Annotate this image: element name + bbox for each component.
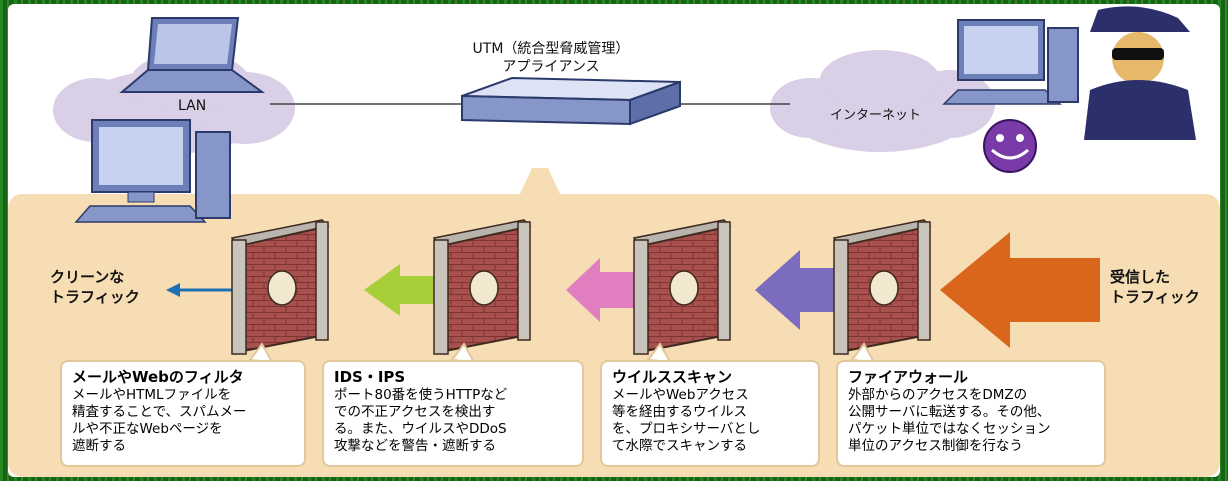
clean-traffic-label: クリーンな トラフィック [50,268,140,306]
hacker-icon [1084,6,1196,140]
box-title: IDS・IPS [334,368,406,386]
wall-ids-ips [432,219,532,355]
box-mail-web-filter: メールやWebのフィルタ メールやHTMLファイルを 精査することで、スパムメー… [60,360,306,467]
wall-mail-web-filter [230,219,330,355]
laptop-icon [119,17,266,93]
box-title: メールやWebのフィルタ [72,368,244,386]
internet-cloud [770,50,995,152]
internet-label: インターネット [830,108,922,123]
arrow-pink [566,258,640,322]
wall-firewall [832,219,932,355]
box-body: 外部からのアクセスをDMZの 公開サーバに転送する。その他、 パケット単位ではな… [848,387,1051,454]
box-body: メールやWebアクセス 等を経由するウイルス を、プロキシサーバとし て水際でス… [612,387,761,454]
callout-pointer [520,168,560,194]
incoming-traffic-label: 受信した トラフィック [1110,268,1200,306]
utm-appliance-icon [461,76,681,126]
desktop-pc-icon [74,119,231,223]
wall-virus-scan [632,219,732,355]
lan-label: LAN [178,98,207,114]
virus-icon [983,119,1037,173]
box-virus-scan: ウイルススキャン メールやWebアクセス 等を経由するウイルス を、プロキシサー… [600,360,820,467]
box-body: ポート80番を使うHTTPなど での不正アクセスを検出す る。また、ウイルスやD… [334,387,508,454]
arrow-incoming [940,232,1100,348]
box-ids-ips: IDS・IPS ポート80番を使うHTTPなど での不正アクセスを検出す る。ま… [322,360,584,467]
box-body: メールやHTMLファイルを 精査することで、スパムメー ルや不正なWebページを… [72,387,247,454]
box-firewall: ファイアウォール 外部からのアクセスをDMZの 公開サーバに転送する。その他、 … [836,360,1106,467]
box-title: ウイルススキャン [612,368,733,386]
arrow-purple [755,250,845,330]
remote-pc-icon [942,19,1079,105]
arrow-green [364,264,440,316]
utm-label: UTM（統合型脅威管理） アプライアンス [472,41,630,75]
box-title: ファイアウォール [848,368,969,386]
